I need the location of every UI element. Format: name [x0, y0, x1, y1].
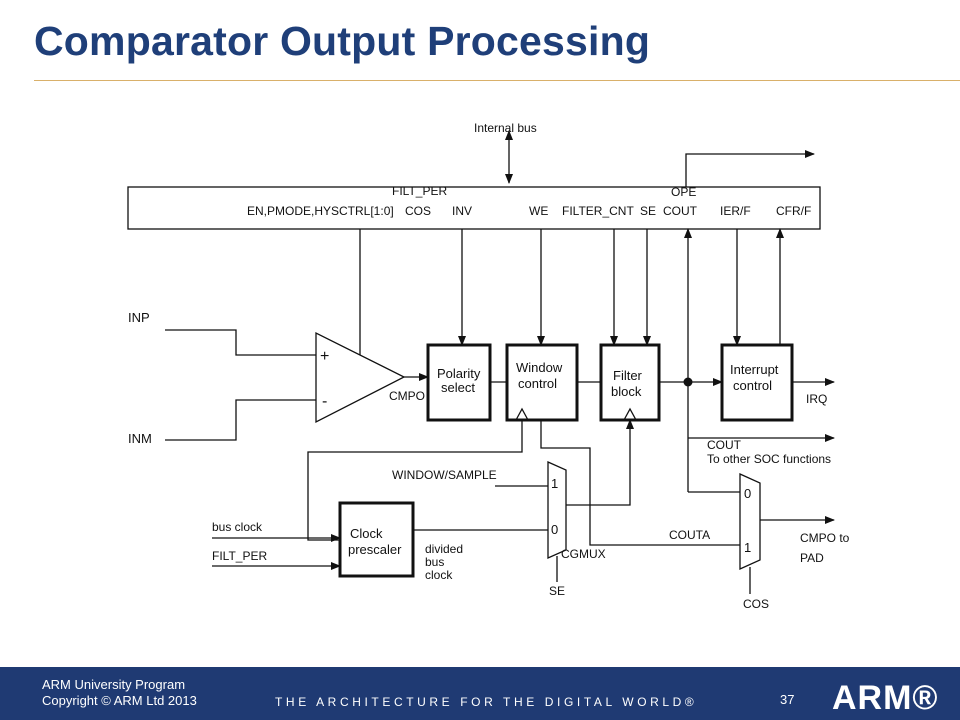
interrupt-label-2: control: [733, 378, 772, 393]
arm-logo: ARM®: [832, 679, 939, 717]
filter-clock-input: [623, 407, 637, 421]
plus-sign: +: [320, 348, 329, 365]
filter-label-1: Filter: [613, 368, 643, 383]
inm-wire: [165, 399, 316, 441]
window-label-1: Window: [516, 360, 563, 375]
outmux-in1: 1: [744, 540, 751, 555]
copyright: Copyright © ARM Ltd 2013: [42, 693, 197, 708]
footer-program: ARM University Program Copyright © ARM L…: [42, 677, 197, 709]
clock-label-1: Clock: [350, 526, 383, 541]
internal-bus-label: Internal bus: [474, 121, 537, 135]
program-name: ARM University Program: [42, 677, 186, 692]
en-pmode-field: EN,PMODE,HYSCTRL[1:0]: [247, 204, 394, 218]
filt-per-input-label: FILT_PER: [212, 549, 267, 563]
control-register: [127, 186, 821, 230]
output-mux: [739, 472, 761, 571]
ier-field: IER/F: [720, 204, 751, 218]
outmux-in0: 0: [744, 486, 751, 501]
interrupt-label-1: Interrupt: [730, 362, 779, 377]
inp-label: INP: [128, 310, 150, 325]
divided-label-1: divided: [425, 542, 463, 556]
minus-sign: -: [322, 393, 327, 410]
comparator-diagram: Internal bus FILT_PER OPE EN,PMODE,HYSCT…: [127, 121, 850, 611]
filt-per-field: FILT_PER: [392, 184, 447, 198]
inv-field: INV: [452, 204, 472, 218]
divided-label-3: clock: [425, 568, 453, 582]
se-field: SE: [640, 204, 656, 218]
title-divider: [34, 80, 960, 81]
page-number: 37: [780, 692, 795, 707]
cgmux-label: CGMUX: [561, 547, 606, 561]
outmux-cos-label: COS: [743, 597, 769, 611]
footer-bar: ARM University Program Copyright © ARM L…: [0, 667, 960, 720]
cout-junction: [683, 377, 693, 387]
cgmux-se-label: SE: [549, 584, 565, 598]
cgmux-in1: 1: [551, 476, 558, 491]
cfr-field: CFR/F: [776, 204, 811, 218]
pad-label: PAD: [800, 551, 824, 565]
cgmux: [547, 460, 567, 560]
ope-line: [685, 150, 815, 187]
cgmux-to-filter-clock: [566, 419, 634, 506]
to-other-label: To other SOC functions: [707, 452, 831, 466]
bus-clock-label: bus clock: [212, 520, 263, 534]
polarity-label-1: Polarity: [437, 366, 481, 381]
footer-tagline: THE ARCHITECTURE FOR THE DIGITAL WORLD®: [275, 695, 698, 709]
cout-field: COUT: [663, 204, 698, 218]
inm-label: INM: [128, 431, 152, 446]
cmpo-label: CMPO: [389, 389, 425, 403]
divided-label-2: bus: [425, 555, 444, 569]
window-sample-label: WINDOW/SAMPLE: [392, 468, 497, 482]
inp-wire: [165, 329, 316, 356]
clock-label-2: prescaler: [348, 542, 402, 557]
window-label-2: control: [518, 376, 557, 391]
cout-signal-label: COUT: [707, 438, 742, 452]
window-clock-wire: [307, 420, 523, 541]
irq-label: IRQ: [806, 392, 827, 406]
couta-wire: [540, 420, 740, 546]
polarity-label-2: select: [441, 380, 475, 395]
ope-field: OPE: [671, 185, 696, 199]
couta-label: COUTA: [669, 528, 710, 542]
filter-cnt-field: FILTER_CNT: [562, 204, 634, 218]
filter-label-2: block: [611, 384, 642, 399]
we-field: WE: [529, 204, 548, 218]
slide-title: Comparator Output Processing: [34, 18, 651, 64]
window-clock-input: [515, 407, 529, 421]
cgmux-in0: 0: [551, 522, 558, 537]
cos-field: COS: [405, 204, 431, 218]
cmpo-to-label: CMPO to: [800, 531, 850, 545]
